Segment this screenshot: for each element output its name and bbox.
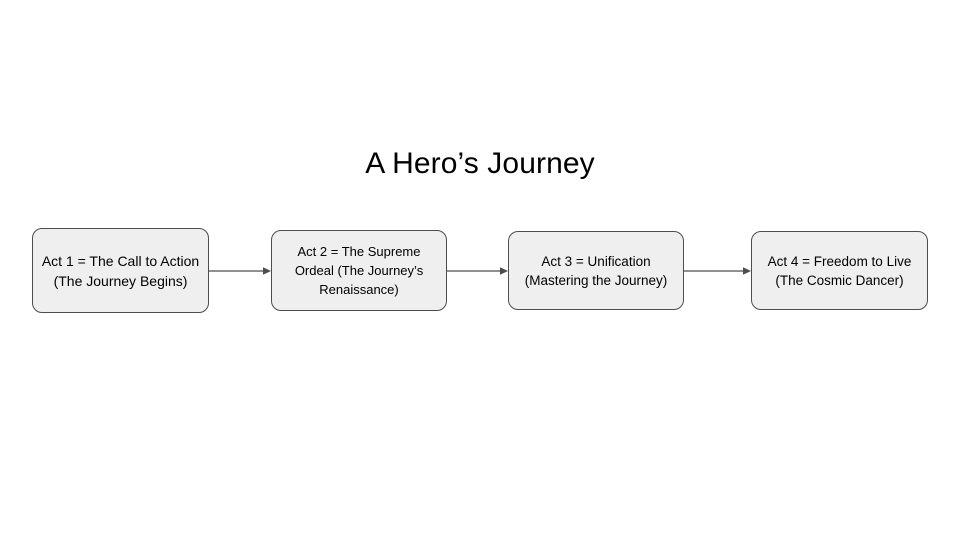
connector-act-2-to-act-3 [447, 263, 508, 279]
page-title: A Hero’s Journey [365, 147, 595, 180]
flowchart-node-act-4[interactable]: Act 4 = Freedom to Live (The Cosmic Danc… [751, 231, 928, 310]
flowchart-node-act-3-label: Act 3 = Unification (Mastering the Journ… [524, 253, 668, 288]
connector-act-3-to-act-4 [684, 263, 751, 279]
flowchart-node-act-1[interactable]: Act 1 = The Call to Action (The Journey … [32, 228, 209, 313]
connector-act-1-to-act-2 [209, 263, 271, 279]
flowchart-node-act-1-label: Act 1 = The Call to Action (The Journey … [41, 252, 200, 289]
flowchart-node-act-4-label: Act 4 = Freedom to Live (The Cosmic Danc… [767, 253, 912, 288]
flowchart-node-act-3[interactable]: Act 3 = Unification (Mastering the Journ… [508, 231, 684, 310]
flowchart-node-act-2-label: Act 2 = The Supreme Ordeal (The Journey’… [294, 244, 424, 297]
flowchart-node-act-2[interactable]: Act 2 = The Supreme Ordeal (The Journey’… [271, 230, 447, 311]
